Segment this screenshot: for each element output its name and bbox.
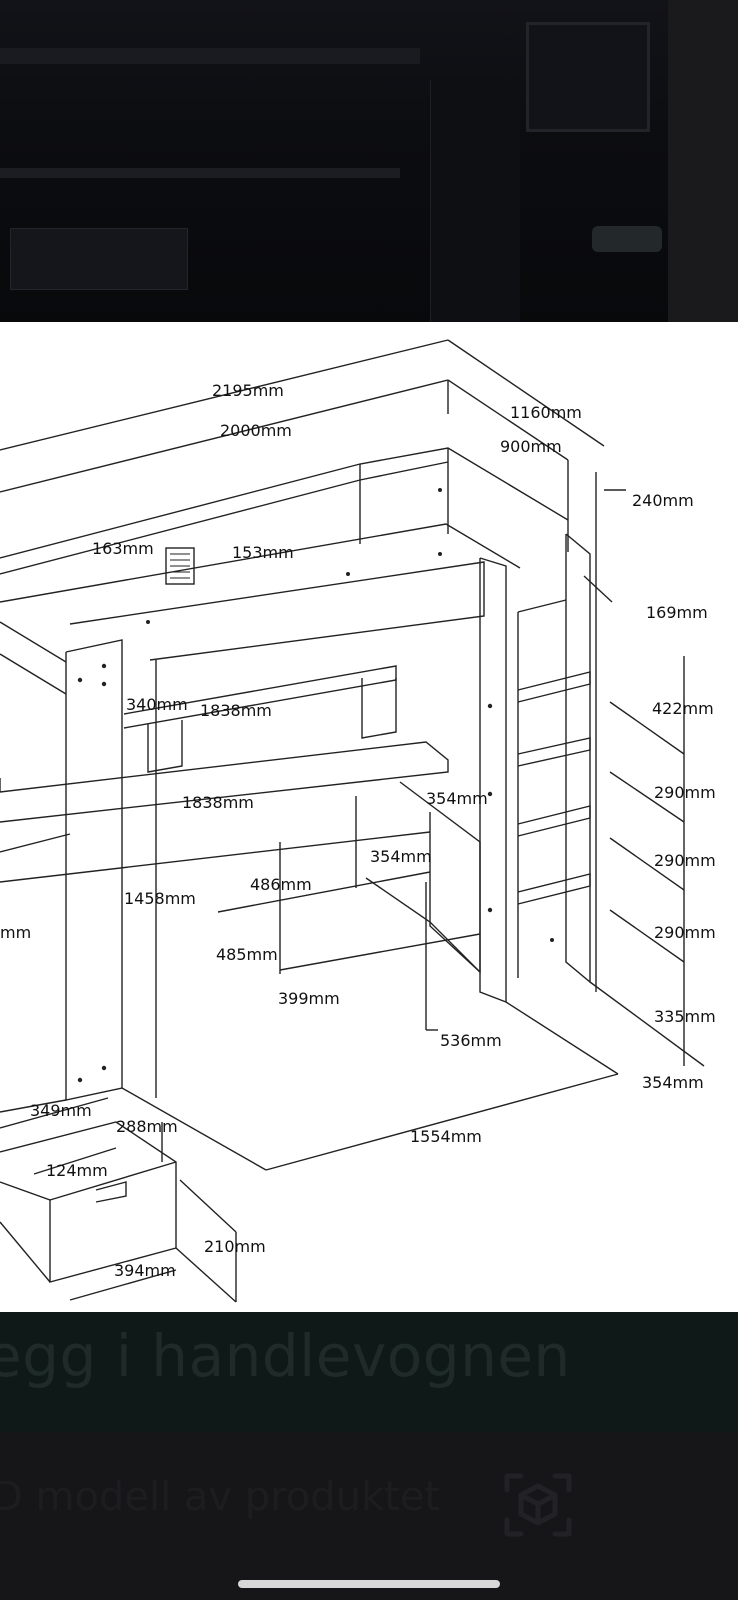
dim-guard-153: 153mm bbox=[232, 543, 294, 562]
dim-desk-486: 486mm bbox=[250, 875, 312, 894]
dim-floor-1554: 1554mm bbox=[410, 1127, 482, 1146]
dim-step-290b: 290mm bbox=[654, 851, 716, 870]
model-sheet: D modell av produktet bbox=[0, 1432, 738, 1600]
dim-total-length: 2195mm bbox=[212, 381, 284, 400]
ar-cube-icon bbox=[504, 1473, 572, 1537]
dim-total-width: 1160mm bbox=[510, 403, 582, 422]
dim-under-1458: 1458mm bbox=[124, 889, 196, 908]
ar-view-button[interactable] bbox=[500, 1470, 576, 1540]
dim-drawer-394: 394mm bbox=[114, 1261, 176, 1280]
dim-rail-height: 240mm bbox=[632, 491, 694, 510]
dim-desk-354a: 354mm bbox=[426, 789, 488, 808]
dimension-drawing-svg: 2195mm 2000mm 1160mm 900mm 240mm 163mm 1… bbox=[0, 339, 716, 1303]
dim-guard-163: 163mm bbox=[92, 539, 154, 558]
dim-drawer-349: 349mm bbox=[30, 1101, 92, 1120]
dim-rail-169: 169mm bbox=[646, 603, 708, 622]
dim-side-mm: mm bbox=[0, 923, 31, 942]
dim-desk-top-upper: 1838mm bbox=[200, 701, 272, 720]
dim-bed-length: 2000mm bbox=[220, 421, 292, 440]
dim-step-335: 335mm bbox=[654, 1007, 716, 1026]
product-photo-background bbox=[0, 0, 738, 322]
add-to-cart-label: egg i handlevognen bbox=[0, 1322, 571, 1390]
dim-bed-width: 900mm bbox=[500, 437, 562, 456]
dim-desk-399: 399mm bbox=[278, 989, 340, 1008]
dim-desk-536: 536mm bbox=[440, 1031, 502, 1050]
dim-shelf-340: 340mm bbox=[126, 695, 188, 714]
dim-drawer-124: 124mm bbox=[46, 1161, 108, 1180]
home-indicator[interactable] bbox=[238, 1580, 500, 1588]
wall-right bbox=[668, 0, 738, 322]
dim-step-290c: 290mm bbox=[654, 923, 716, 942]
wall-poster bbox=[526, 22, 650, 132]
ladder-silhouette bbox=[430, 80, 520, 322]
dim-step-290a: 290mm bbox=[654, 783, 716, 802]
dimension-drawing[interactable]: 2195mm 2000mm 1160mm 900mm 240mm 163mm 1… bbox=[0, 322, 738, 1312]
dim-drawer-210: 210mm bbox=[204, 1237, 266, 1256]
dim-desk-354b: 354mm bbox=[370, 847, 432, 866]
add-to-cart-button[interactable]: egg i handlevognen bbox=[0, 1312, 738, 1432]
dim-base-354: 354mm bbox=[642, 1073, 704, 1092]
wall-monitor bbox=[10, 228, 188, 290]
desk-silhouette bbox=[0, 168, 400, 178]
dim-drawer-288: 288mm bbox=[116, 1117, 178, 1136]
3d-model-label[interactable]: D modell av produktet bbox=[0, 1474, 441, 1520]
dim-desk-top-lower: 1838mm bbox=[182, 793, 254, 812]
bed-frame-silhouette bbox=[0, 48, 420, 64]
desk-lamp-glow bbox=[592, 226, 662, 252]
dim-step-422: 422mm bbox=[652, 699, 714, 718]
dim-desk-485: 485mm bbox=[216, 945, 278, 964]
